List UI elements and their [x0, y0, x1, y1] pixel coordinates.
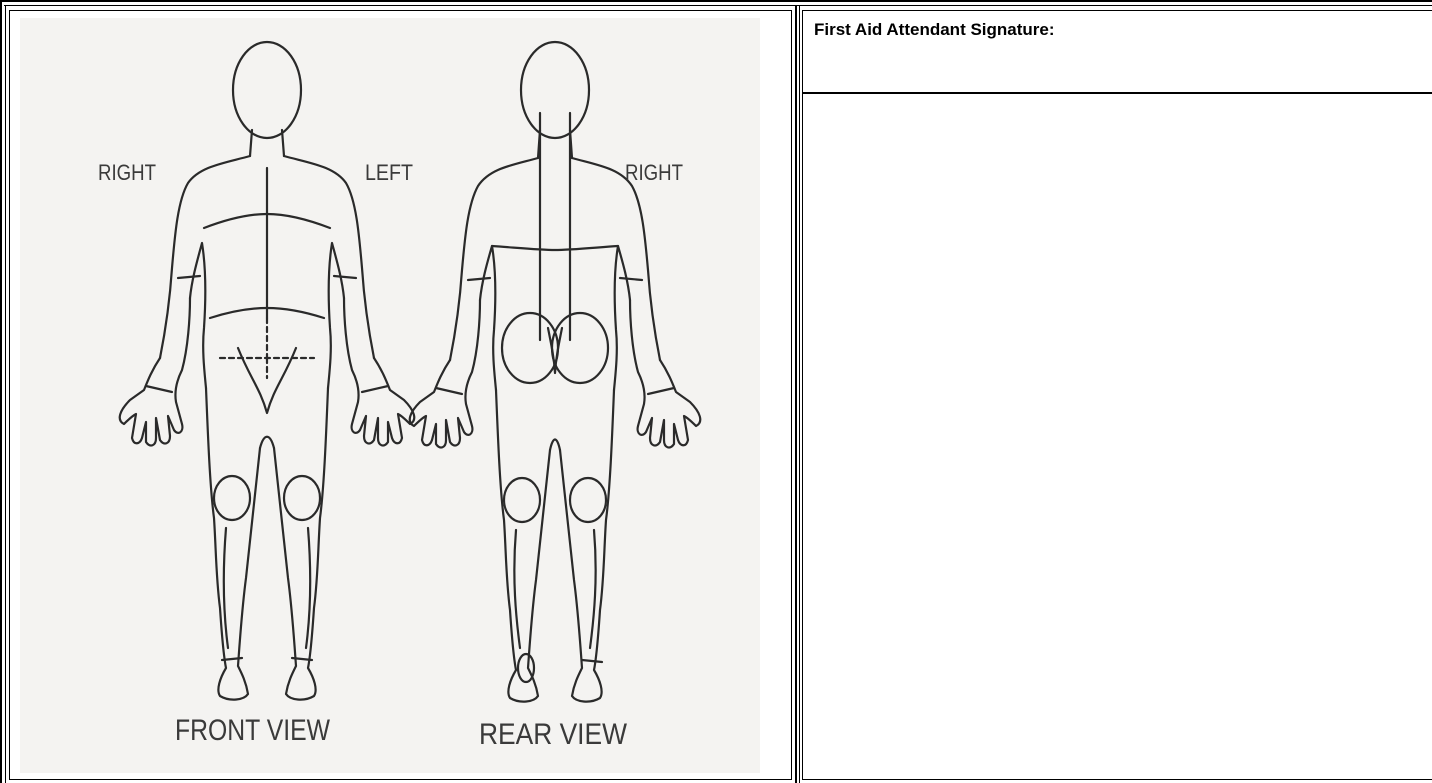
front-right-label: RIGHT	[98, 160, 156, 185]
outer-border-left-inner	[5, 5, 6, 783]
front-left-label: LEFT	[365, 160, 413, 185]
notes-cell[interactable]	[802, 93, 1432, 780]
outer-border-top	[0, 0, 1432, 2]
rear-figure	[410, 42, 701, 702]
column-divider-outer	[795, 5, 797, 783]
column-divider-inner	[799, 5, 800, 783]
rear-right-label: RIGHT	[625, 160, 683, 185]
signature-label: First Aid Attendant Signature:	[814, 20, 1055, 40]
body-diagram[interactable]: RIGHT LEFT RIGHT FRONT VIEW REAR VIEW	[20, 18, 760, 773]
outer-border-left	[0, 0, 2, 783]
body-diagram-svg: RIGHT LEFT RIGHT FRONT VIEW REAR VIEW	[20, 18, 760, 773]
front-figure	[120, 42, 415, 700]
outer-border-top-inner	[4, 5, 1432, 6]
rear-view-caption: REAR VIEW	[479, 718, 628, 751]
front-view-caption: FRONT VIEW	[175, 714, 331, 747]
